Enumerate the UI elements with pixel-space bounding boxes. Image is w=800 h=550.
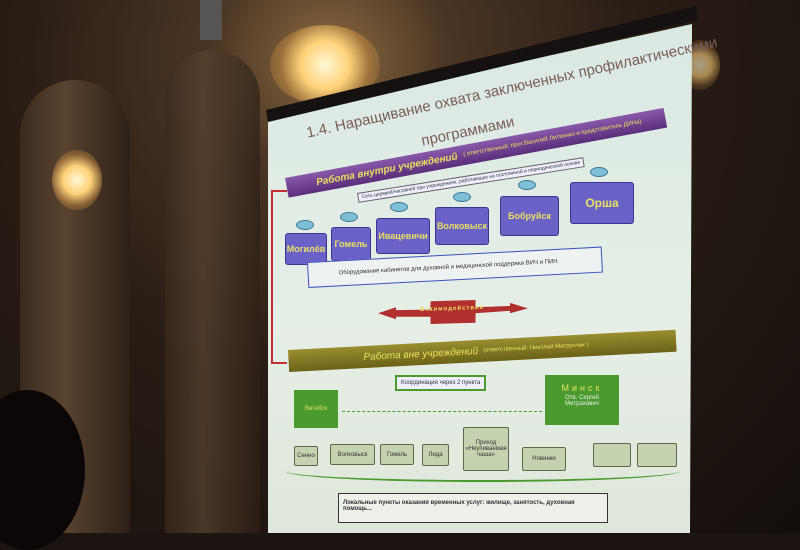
hub-minsk-person: Отв. Сергей Митрахович — [565, 395, 599, 407]
hub-vitebsk: Витебск — [294, 390, 338, 428]
wall-lamp-left — [52, 150, 102, 210]
hub-minsk-title: Минск — [561, 383, 603, 393]
city-box: Волковыск — [435, 207, 489, 245]
feedback-arrow-line — [271, 190, 287, 364]
wall-arch-center — [165, 50, 260, 533]
hub-minsk: Минск Отв. Сергей Митрахович — [545, 375, 619, 425]
church-icon — [518, 180, 536, 190]
coordination-box: Координация через 2 пункта — [395, 375, 487, 391]
church-icon — [390, 202, 408, 212]
summary-box: Локальные пункты оказания временных услу… — [338, 493, 608, 523]
city-box: Ивацевичи — [376, 218, 430, 254]
city-box: Бобруйск — [500, 196, 559, 236]
church-icon — [590, 167, 608, 177]
grouping-brace — [285, 460, 680, 482]
city-box: Могилёв — [285, 233, 327, 265]
wall-vent — [200, 0, 222, 40]
city-box: Гомель — [331, 227, 371, 261]
city-box: Орша — [570, 182, 634, 224]
church-icon — [296, 220, 314, 230]
church-icon — [340, 212, 358, 222]
outside-responsible: (ответственный: Николай Матрунчик ) — [482, 342, 589, 354]
outside-heading: Работа вне учреждений — [363, 345, 479, 363]
hub-connection-line — [342, 411, 542, 412]
church-icon — [453, 192, 471, 202]
